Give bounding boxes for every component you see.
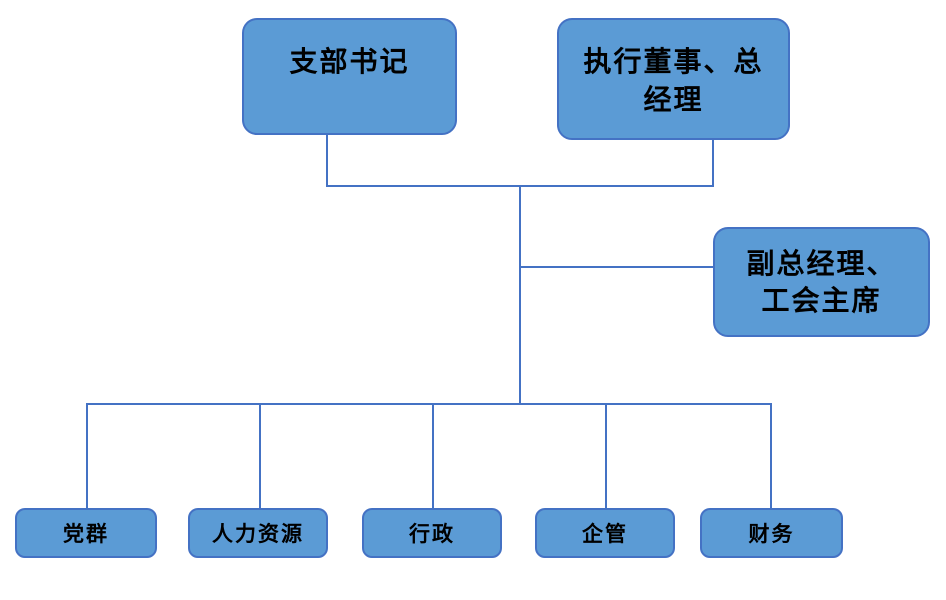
node-dept-enterprise-management: 企管: [535, 508, 675, 558]
connector-dept-finance-drop: [770, 403, 772, 509]
connector-dept-admin-drop: [432, 403, 434, 509]
node-branch-secretary: 支部书记: [242, 18, 457, 135]
node-dept-human-resources: 人力资源: [188, 508, 328, 558]
connector-branch-secretary-drop: [326, 134, 328, 187]
node-deputy-gm-union-chair: 副总经理、 工会主席: [713, 227, 930, 337]
node-dept-finance: 财务: [700, 508, 843, 558]
connector-dept-hr-drop: [259, 403, 261, 509]
connector-bottom-rail: [86, 403, 772, 405]
connector-deputy-gm-arm: [519, 266, 715, 268]
node-dept-administration: 行政: [362, 508, 502, 558]
node-dept-party-group: 党群: [15, 508, 157, 558]
node-executive-director-gm: 执行董事、总 经理: [557, 18, 790, 140]
connector-dept-party-drop: [86, 403, 88, 509]
connector-central-trunk: [519, 185, 521, 405]
connector-executive-director-drop: [712, 138, 714, 187]
connector-dept-mgmt-drop: [605, 403, 607, 509]
